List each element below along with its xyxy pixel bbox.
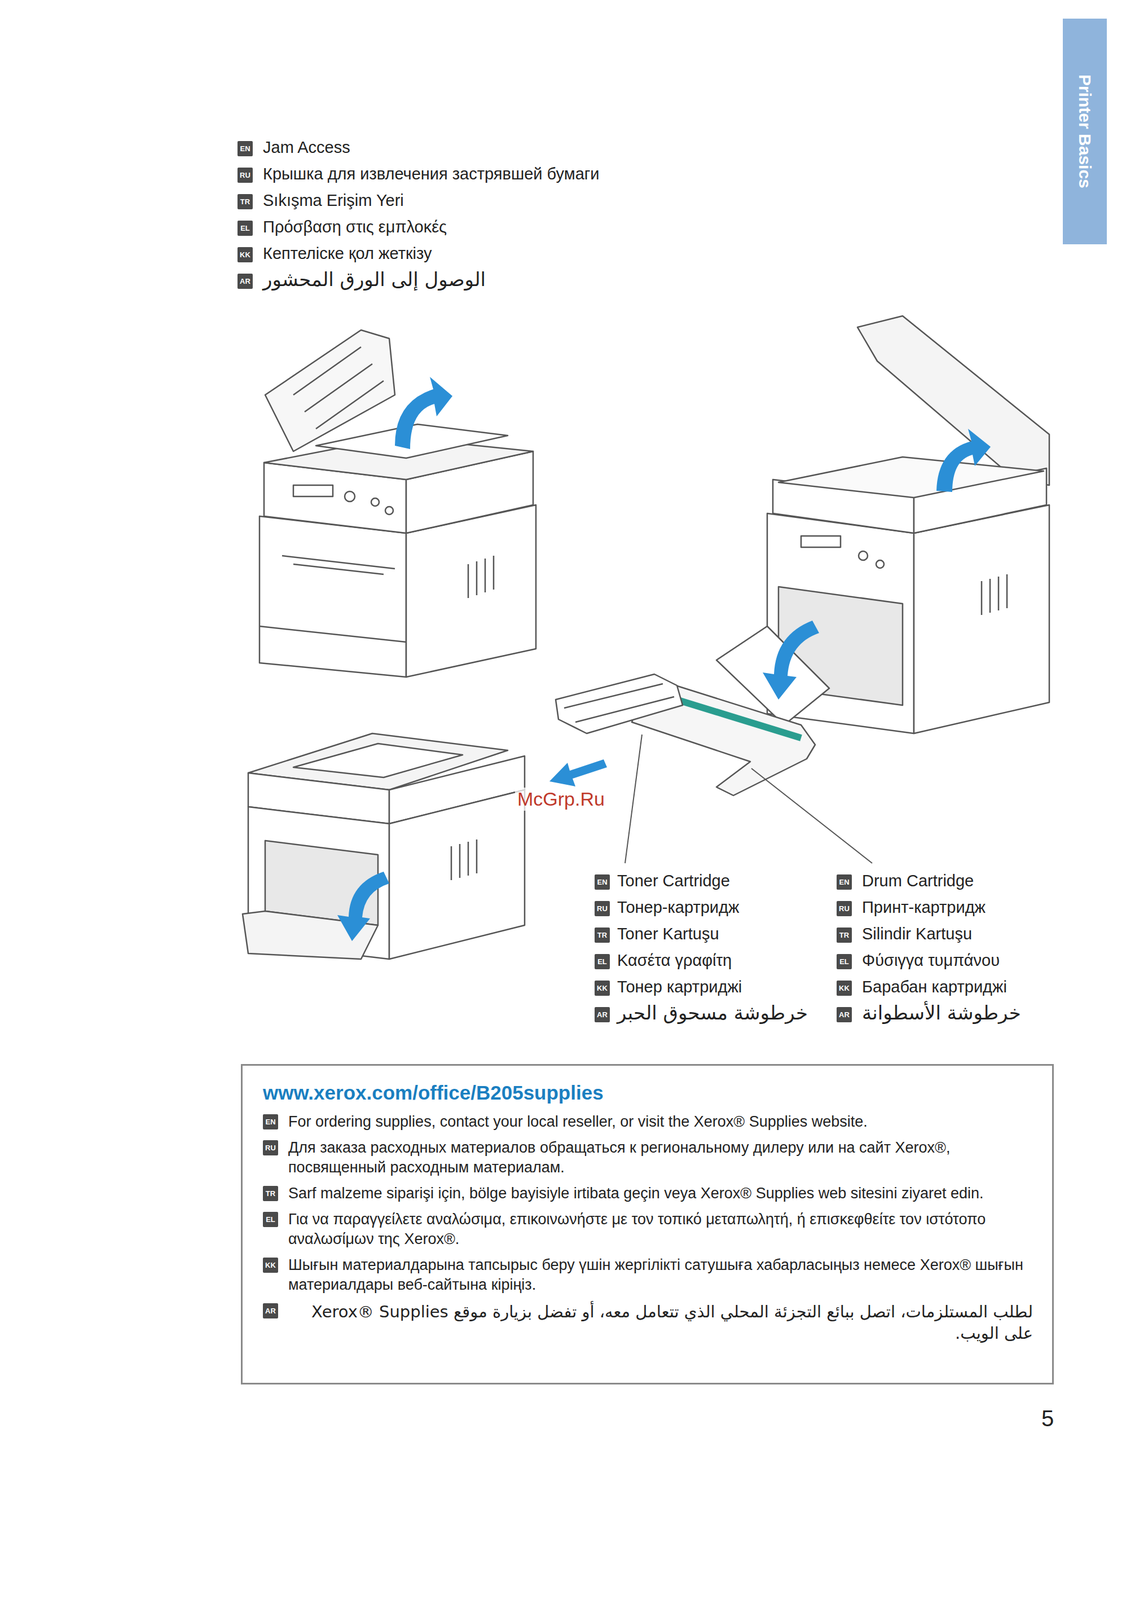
part-name: Тонер картриджі <box>617 977 742 997</box>
remove-arrow <box>549 759 608 787</box>
part-name: Κασέτα γραφίτη <box>617 950 732 971</box>
toner-lines <box>564 683 675 723</box>
printer-side <box>389 789 525 960</box>
language-badge: KK <box>237 247 253 263</box>
language-badge: KK <box>262 1257 279 1273</box>
part-name: Φύσιγγα τυμπάνου <box>861 950 1000 971</box>
body-text: Для заказа расходных материалов обращать… <box>288 1137 1033 1178</box>
button <box>344 491 355 502</box>
section-heading: Sıkışma Erişim Yeri <box>262 190 404 211</box>
part-name: Toner Kartuşu <box>617 924 720 944</box>
button <box>876 560 884 569</box>
leader-line <box>625 734 642 864</box>
language-badge: KK <box>836 980 852 996</box>
open-arrow <box>936 428 991 492</box>
language-badge: RU <box>262 1140 279 1156</box>
printer-side <box>913 504 1050 734</box>
printer-front <box>259 516 407 677</box>
printer-rear-open <box>242 733 525 960</box>
language-row: EL Για να παραγγείλετε αναλώσιμα, επικοιν… <box>262 1209 1033 1250</box>
button <box>385 506 394 515</box>
language-badge: RU <box>836 900 852 917</box>
language-badge: RU <box>237 167 253 183</box>
language-row: TR Sarf malzeme siparişi için, bölge bayi… <box>262 1183 1033 1204</box>
language-badge: AR <box>237 273 253 289</box>
language-badge: EL <box>594 953 610 970</box>
open-arrow <box>337 871 390 941</box>
adf-rollers <box>293 346 384 429</box>
printer-side <box>406 504 536 677</box>
part-name: خرطوشة مسحوق الحبر <box>617 1001 808 1025</box>
body-text: لطلب المستلزمات، اتصل ببائع التجزئة المح… <box>288 1300 1033 1345</box>
language-badge: EL <box>262 1211 279 1227</box>
language-badge: EL <box>237 220 253 236</box>
button <box>858 551 868 561</box>
toner-cartridge <box>555 674 683 734</box>
language-badge: RU <box>594 900 610 917</box>
language-badge: EN <box>836 874 852 890</box>
language-badge: TR <box>237 194 253 210</box>
cartridges <box>549 674 873 864</box>
vents <box>468 555 494 598</box>
language-badge: EN <box>237 141 253 157</box>
language-badge: TR <box>594 927 610 943</box>
page-number: 5 <box>1041 1404 1054 1432</box>
language-badge: EN <box>262 1114 279 1130</box>
language-row: KK Шығын материалдарына тапсырыс беру үші… <box>262 1255 1033 1296</box>
scanner-glass <box>778 456 1044 498</box>
section-heading: الوصول إلى الورق المحشور <box>262 267 486 292</box>
part-name: Drum Cartridge <box>861 871 974 891</box>
language-badge: AR <box>594 1006 610 1023</box>
language-row: RU Для заказа расходных материалов обраща… <box>262 1137 1033 1178</box>
display <box>293 485 333 497</box>
language-badge: TR <box>262 1185 279 1202</box>
watermark: McGrp.Ru <box>515 787 608 811</box>
leader-line <box>751 768 873 864</box>
body-text: Sarf malzeme siparişi için, bölge bayisi… <box>288 1183 1033 1204</box>
body-text: For ordering supplies, contact your loca… <box>288 1111 1033 1133</box>
language-badge: AR <box>836 1006 852 1023</box>
part-name: Toner Cartridge <box>617 871 730 891</box>
url-heading: www.xerox.com/office/B205supplies <box>262 1081 1033 1104</box>
printer-front-open <box>716 315 1050 734</box>
part-name: Принт-картридж <box>861 897 986 918</box>
language-badge: AR <box>262 1303 279 1319</box>
section-heading: Кептеліске қол жеткізу <box>262 243 433 264</box>
open-arrow <box>394 376 453 450</box>
language-badge: EN <box>594 874 610 890</box>
section-heading: Πρόσβαση στις εμπλοκές <box>262 217 447 237</box>
button <box>371 498 380 507</box>
vents <box>451 839 477 881</box>
tab-text: Printer Basics <box>1075 74 1095 189</box>
printer-adf-open <box>259 330 536 677</box>
language-row: EN For ordering supplies, contact your lo… <box>262 1111 1033 1133</box>
section-heading: Крышка для извлечения застрявшей бумаги <box>262 164 600 184</box>
part-name: خرطوشة الأسطوانة <box>861 1001 1022 1025</box>
part-name: Барабан картриджі <box>861 977 1007 997</box>
supplies-box: www.xerox.com/office/B205suppliesEN For o… <box>240 1063 1054 1385</box>
body-text: Шығын материалдарына тапсырыс беру үшін … <box>288 1255 1033 1296</box>
display <box>801 535 841 548</box>
vents <box>981 574 1007 615</box>
adf-cover-open <box>265 330 395 452</box>
tray-lines <box>259 555 407 642</box>
section-heading: Jam Access <box>262 137 351 158</box>
language-badge: TR <box>836 927 852 943</box>
language-row: AR لطلب المستلزمات، اتصل ببائع التجزئة ال… <box>262 1300 1033 1345</box>
part-name: Silindir Kartuşu <box>861 924 972 944</box>
part-name: Тонер-картридж <box>617 897 740 918</box>
language-badge: EL <box>836 953 852 970</box>
body-text: Για να παραγγείλετε αναλώσιμα, επικοινων… <box>288 1209 1033 1250</box>
section-tab: Printer Basics <box>1062 18 1107 245</box>
open-arrow <box>762 620 820 700</box>
adf-tray <box>293 743 463 778</box>
language-badge: KK <box>594 980 610 996</box>
